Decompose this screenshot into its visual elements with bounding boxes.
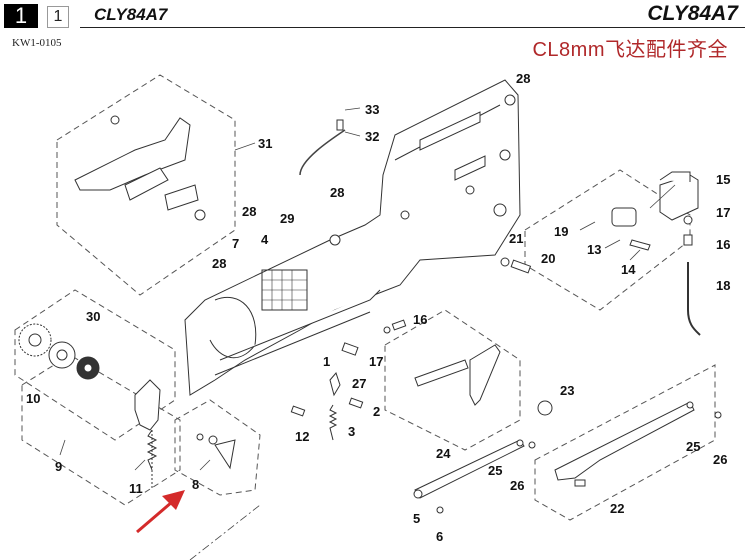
- callout-2: 2: [373, 404, 381, 419]
- spring-3: [328, 404, 338, 441]
- callout-14: 14: [621, 262, 636, 277]
- callout-5: 5: [413, 511, 421, 526]
- callout-9: 9: [55, 459, 63, 474]
- callout-10: 10: [26, 391, 41, 406]
- callout-31: 31: [258, 136, 273, 151]
- callout-16-right: 16: [716, 237, 731, 252]
- feeder-main-body: [184, 79, 521, 396]
- callout-15: 15: [716, 172, 731, 187]
- callout-28-mid: 28: [330, 185, 345, 200]
- callout-4: 4: [261, 232, 269, 247]
- callout-17-mid: 17: [369, 354, 384, 369]
- part-8-washer: [208, 435, 218, 445]
- part-11-plate: [134, 379, 161, 490]
- part-31-drawing: [74, 115, 206, 221]
- group-box-9: [21, 354, 181, 506]
- spring-11: [146, 429, 158, 471]
- callout-1: 1: [323, 354, 331, 369]
- leader-lines: [59, 107, 676, 560]
- group-box-lever: [384, 309, 521, 451]
- promo-text: CL8mm飞达配件齐全: [532, 39, 728, 61]
- callout-12: 12: [295, 429, 310, 444]
- callout-3: 3: [348, 424, 356, 439]
- callout-33: 33: [365, 102, 380, 117]
- callout-32: 32: [365, 129, 380, 144]
- callout-27: 27: [352, 376, 367, 391]
- callout-6: 6: [436, 529, 444, 544]
- callout-26-left: 26: [510, 478, 525, 493]
- bracket-23: [414, 344, 553, 416]
- callout-16-mid: 16: [413, 312, 428, 327]
- callout-23: 23: [560, 383, 575, 398]
- group-box-30: [14, 289, 176, 441]
- callout-20: 20: [541, 251, 556, 266]
- callout-28-top: 28: [516, 71, 531, 86]
- callout-26-right: 26: [713, 452, 728, 467]
- callout-29: 29: [280, 211, 295, 226]
- callout-24: 24: [436, 446, 451, 461]
- callout-7: 7: [232, 236, 240, 251]
- page-number-badge: 1: [4, 4, 38, 28]
- arrow-head: [162, 490, 185, 510]
- callout-19: 19: [554, 224, 569, 239]
- header-divider: [80, 27, 745, 28]
- part-30-sprocket: [18, 323, 100, 380]
- callout-8-highlighted: 8: [192, 477, 200, 492]
- lever-22: [554, 401, 695, 481]
- sub-number-badge: 1: [47, 6, 69, 28]
- callout-25-left: 25: [488, 463, 503, 478]
- model-title-left: CLY84A7: [94, 5, 168, 24]
- callout-30: 30: [86, 309, 101, 324]
- lever-24: [413, 439, 525, 499]
- small-hardware: [196, 119, 722, 514]
- callout-28-left: 28: [242, 204, 257, 219]
- group-box-31: [56, 74, 236, 296]
- document-code: KW1-0105: [12, 37, 62, 49]
- group-box-22: [534, 364, 716, 521]
- callout-18: 18: [716, 278, 731, 293]
- part-8-cam: [214, 439, 236, 470]
- lever-1: [329, 372, 341, 397]
- callout-22: 22: [610, 501, 625, 516]
- callout-25-right: 25: [686, 439, 701, 454]
- solenoid-assembly: [611, 171, 701, 336]
- callout-17-right: 17: [716, 205, 731, 220]
- model-title-right: CLY84A7: [647, 2, 738, 25]
- callout-28-low: 28: [212, 256, 227, 271]
- arrow-shaft: [136, 500, 173, 534]
- callout-11: 11: [129, 481, 143, 496]
- callout-21: 21: [509, 231, 524, 246]
- group-box-8: [174, 399, 261, 496]
- callout-13: 13: [587, 242, 602, 257]
